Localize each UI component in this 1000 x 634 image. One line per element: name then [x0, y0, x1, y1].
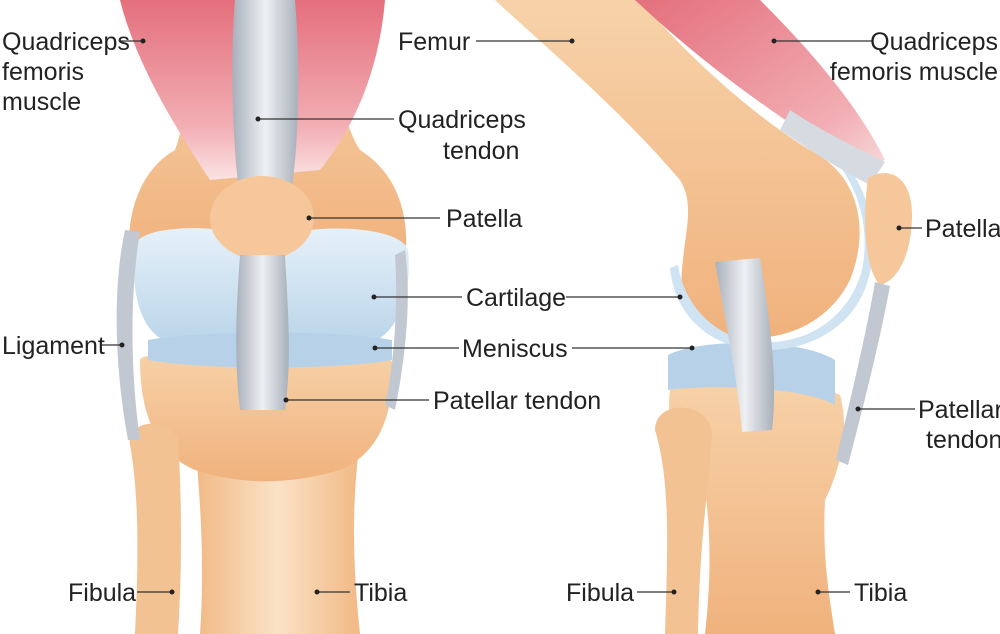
front-quadriceps-tendon — [232, 0, 299, 200]
side-tibia-bone — [669, 377, 845, 634]
front-tibia-bone — [195, 440, 360, 634]
label-front-fibula: Fibula — [68, 579, 136, 607]
label-front-meniscus: Meniscus — [462, 335, 568, 363]
label-side-femur: Femur — [398, 28, 470, 56]
label-front-quadriceps-line2: femoris — [2, 58, 84, 86]
label-front-quadriceps-line1: Quadriceps — [2, 28, 130, 56]
front-fibula-bone — [129, 423, 181, 634]
side-quadriceps-tendon — [780, 110, 885, 185]
front-tibia-head — [140, 348, 393, 482]
label-front-ligament: Ligament — [2, 332, 105, 360]
label-side-tibia: Tibia — [854, 579, 907, 607]
label-side-patella: Patella — [925, 215, 1000, 243]
side-knee-illustration — [495, 0, 912, 634]
side-patella — [865, 173, 912, 285]
label-front-quadriceps-line3: muscle — [2, 88, 81, 116]
side-patellar-tendon — [836, 282, 890, 465]
label-front-patella: Patella — [446, 205, 523, 233]
label-side-fibula: Fibula — [566, 579, 634, 607]
side-cartilage — [670, 158, 874, 351]
front-lateral-ligament — [385, 250, 408, 410]
label-side-quadriceps-line2: femoris muscle — [830, 58, 998, 86]
label-front-cartilage: Cartilage — [466, 284, 566, 312]
side-femur-bone — [495, 0, 860, 339]
front-collateral-ligament — [116, 230, 140, 440]
side-cruciate-ligament — [715, 258, 775, 432]
side-fibula-bone — [655, 407, 712, 634]
label-front-quadriceps-tendon-line1: Quadriceps — [398, 106, 526, 134]
label-front-patellar-tendon: Patellar tendon — [433, 387, 601, 415]
label-front-tibia: Tibia — [354, 579, 407, 607]
front-patellar-tendon — [236, 255, 289, 410]
label-front-quadriceps-tendon-line2: tendon — [443, 137, 519, 165]
label-side-quadriceps-line1: Quadriceps — [870, 28, 998, 56]
front-patella — [210, 176, 314, 260]
side-quadriceps-muscle — [635, 0, 885, 170]
label-side-patellar-tendon-line1: Patellar — [918, 396, 1000, 424]
leader-lines — [100, 38, 922, 595]
front-knee-illustration — [116, 0, 409, 634]
label-side-patellar-tendon-line2: tendon — [926, 426, 1000, 454]
